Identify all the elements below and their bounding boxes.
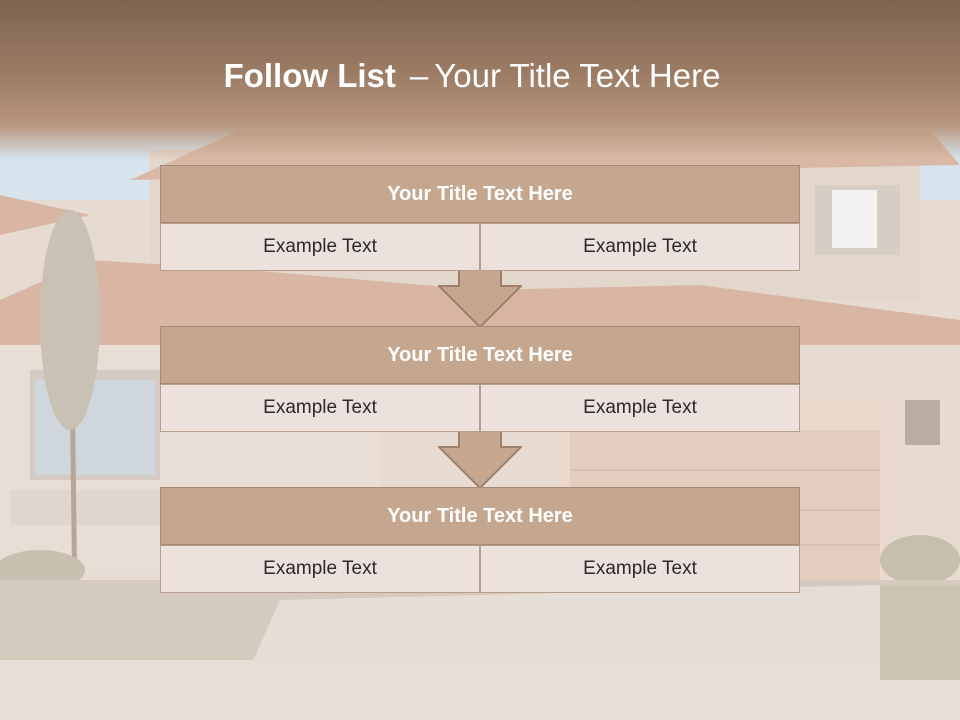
list-step-1: Your Title Text Here Example Text Exampl… (160, 165, 800, 271)
down-arrow-icon (438, 270, 522, 328)
step-title: Your Title Text Here (160, 487, 800, 545)
down-arrow-icon (438, 431, 522, 489)
slide-title-rest: Your Title Text Here (434, 57, 721, 94)
list-step-3: Your Title Text Here Example Text Exampl… (160, 487, 800, 593)
step-cell-right: Example Text (480, 223, 800, 271)
step-cell-right: Example Text (480, 384, 800, 432)
step-cell-right: Example Text (480, 545, 800, 593)
list-step-2: Your Title Text Here Example Text Exampl… (160, 326, 800, 432)
slide-title-bold: Follow List (223, 57, 396, 94)
slide-title-dash: – (409, 57, 429, 94)
title-band (0, 0, 960, 160)
step-title: Your Title Text Here (160, 165, 800, 223)
step-cell-left: Example Text (160, 384, 480, 432)
step-cell-left: Example Text (160, 223, 480, 271)
slide-title: Follow List–Your Title Text Here (0, 52, 944, 100)
step-title: Your Title Text Here (160, 326, 800, 384)
step-cell-left: Example Text (160, 545, 480, 593)
